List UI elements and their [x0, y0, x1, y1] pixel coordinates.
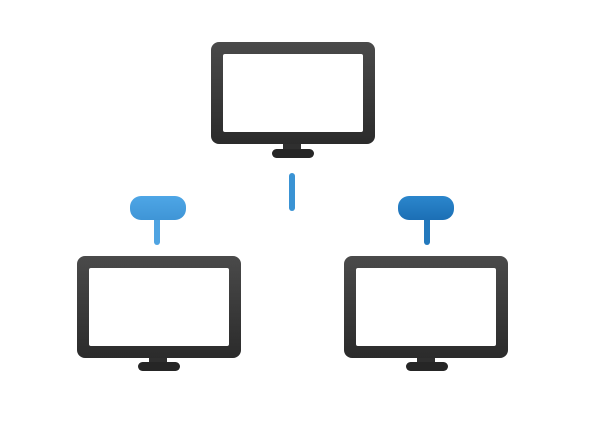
monitor-right-neck: [417, 358, 435, 364]
monitor-right-base: [406, 362, 448, 371]
monitor-top-screen: [223, 54, 363, 132]
connector-right: [398, 196, 454, 220]
monitor-left-neck: [149, 358, 167, 364]
monitor-left-screen: [89, 268, 229, 346]
monitor-top-neck: [283, 144, 301, 150]
monitor-top-base: [272, 149, 314, 158]
monitor-right-screen: [356, 268, 496, 346]
connector-left: [130, 196, 186, 220]
monitor-icon: [211, 42, 375, 158]
monitor-icon: [344, 256, 508, 371]
network-plug-icon: [130, 196, 186, 220]
monitor-left-base: [138, 362, 180, 371]
monitor-icon: [77, 256, 241, 371]
network-plug-icon: [398, 196, 454, 220]
